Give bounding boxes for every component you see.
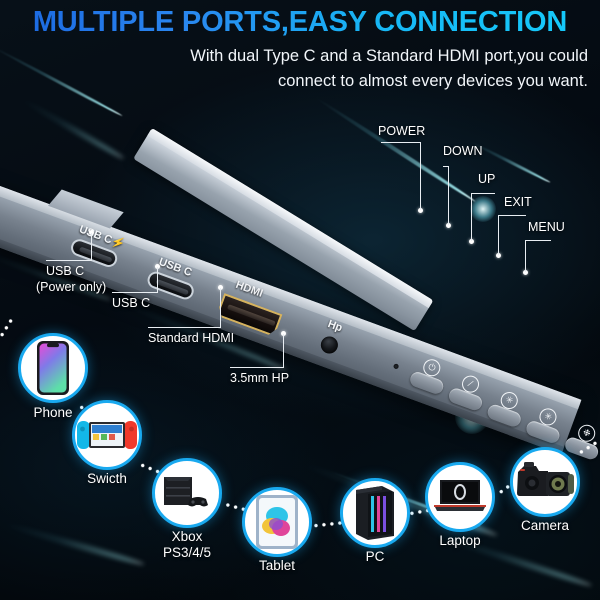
- callout-anchor-dot: [496, 253, 501, 258]
- callout-label: POWER: [378, 124, 426, 138]
- callout-label: Standard HDMI: [148, 331, 235, 345]
- console-label-line-1: Xbox: [171, 529, 203, 544]
- subtitle-line-1: With dual Type C and a Standard HDMI por…: [190, 47, 588, 65]
- callout-line-horizontal: [525, 240, 551, 242]
- page-subtitle: With dual Type C and a Standard HDMI por…: [118, 44, 588, 94]
- callout-anchor-dot: [446, 223, 451, 228]
- device-label-console: Xbox PS3/4/5: [147, 529, 227, 561]
- pc-icon: [343, 481, 407, 545]
- indicator-pinhole: [392, 363, 400, 370]
- comet-streak: [0, 520, 146, 568]
- device-label-camera: Camera: [520, 518, 569, 533]
- device-bubble-console[interactable]: [152, 458, 222, 528]
- device-label-switch: Swicth: [87, 471, 127, 486]
- callout-anchor-dot: [469, 239, 474, 244]
- callout-line-vertical: [420, 142, 422, 210]
- callout-line-vertical: [448, 166, 450, 225]
- callout-line-horizontal: [443, 166, 449, 168]
- callout-line-horizontal: [498, 215, 526, 217]
- phone-icon: [21, 336, 85, 400]
- tablet-icon: [245, 490, 309, 554]
- console-label-line-2: PS3/4/5: [162, 545, 212, 560]
- device-bubble-switch[interactable]: [72, 400, 142, 470]
- device-bubble-camera[interactable]: [510, 447, 580, 517]
- device-label-phone: Phone: [33, 405, 73, 420]
- callout-line-horizontal: [381, 142, 421, 144]
- comet-streak: [0, 44, 124, 118]
- console-icon: [155, 461, 219, 525]
- callout-label: MENU: [528, 220, 565, 234]
- callout-anchor-dot: [418, 208, 423, 213]
- callout-label: 3.5mm HP: [230, 371, 290, 385]
- callout-label: DOWN: [443, 144, 483, 158]
- callout-line-horizontal: [471, 193, 495, 195]
- page-title: MULTIPLE PORTS,EASY CONNECTION: [0, 6, 600, 39]
- comet-head: [470, 196, 496, 222]
- comet-streak: [469, 140, 551, 184]
- subtitle-line-2: connect to almost every devices you want…: [278, 72, 588, 90]
- connector-dots: [311, 520, 345, 528]
- headphone-jack-port: [318, 334, 341, 356]
- connector-dots: [0, 318, 14, 340]
- device-label-pc: PC: [365, 549, 385, 564]
- callout-line-horizontal: [230, 367, 284, 369]
- device-label-laptop: Laptop: [439, 533, 481, 548]
- comet-streak: [18, 96, 126, 161]
- camera-icon: [513, 450, 577, 514]
- switch-icon: [75, 403, 139, 467]
- device-bubble-pc[interactable]: [340, 478, 410, 548]
- callout-label: EXIT: [504, 195, 532, 209]
- callout-anchor-dot: [523, 270, 528, 275]
- device-label-tablet: Tablet: [258, 558, 296, 573]
- device-bubble-laptop[interactable]: [425, 462, 495, 532]
- laptop-icon: [428, 465, 492, 529]
- callout-line-vertical: [498, 215, 500, 255]
- device-bubble-tablet[interactable]: [242, 487, 312, 557]
- callout-label: UP: [478, 172, 496, 186]
- comet-streak: [314, 96, 477, 204]
- callout-line-vertical: [471, 193, 473, 241]
- device-bubble-phone[interactable]: [18, 333, 88, 403]
- callout-line-horizontal: [148, 327, 221, 329]
- callout-line-vertical: [525, 240, 527, 272]
